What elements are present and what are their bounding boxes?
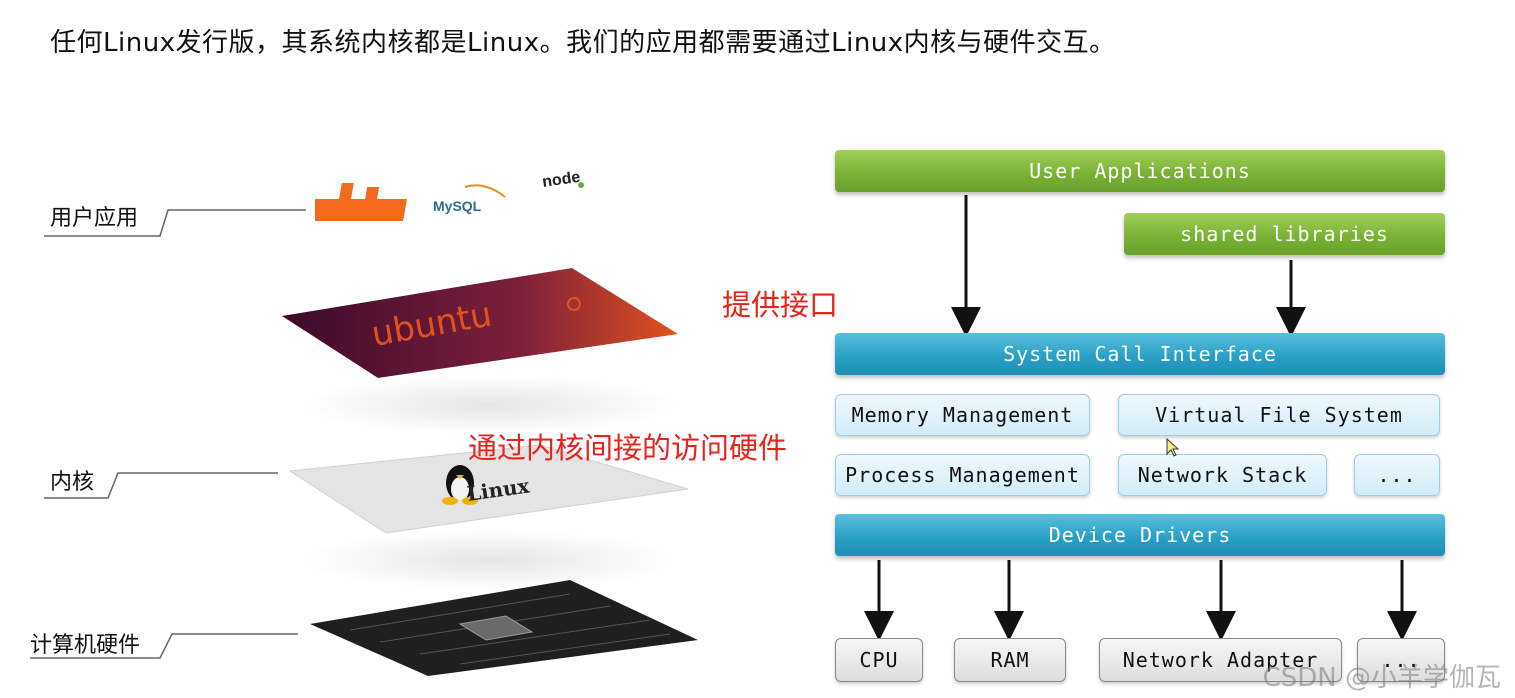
label-hardware: 计算机硬件 (30, 633, 141, 658)
user-applications-box: User Applications (835, 150, 1445, 192)
nodejs-logo-icon: node (541, 169, 584, 191)
ubuntu-card: ubuntu (282, 268, 678, 378)
hardware-card (310, 580, 698, 676)
network-stack-box: Network Stack (1118, 454, 1327, 496)
hardware-network-adapter-box: Network Adapter (1099, 638, 1342, 682)
hardware-more-box: ... (1357, 638, 1445, 682)
virtual-file-system-box: Virtual File System (1118, 394, 1440, 436)
tux-penguin-icon (442, 465, 478, 505)
note-via-kernel: 通过内核间接的访问硬件 (468, 431, 788, 465)
page-heading: 任何Linux发行版，其系统内核都是Linux。我们的应用都需要通过Linux内… (50, 28, 1116, 58)
hardware-cpu-box: CPU (835, 638, 923, 682)
ubuntu-circle-icon (567, 297, 581, 311)
note-provide-interface: 提供接口 (722, 288, 839, 322)
hardware-ram-box: RAM (954, 638, 1066, 682)
more-subsystems-box: ... (1354, 454, 1440, 496)
user-app-logos: MySQL node (315, 169, 584, 221)
mysql-text: MySQL (433, 198, 482, 214)
cpu-chip-icon (458, 615, 534, 641)
shared-libraries-box: shared libraries (1124, 213, 1445, 255)
mouse-cursor-icon (1166, 438, 1180, 457)
process-management-box: Process Management (835, 454, 1090, 496)
device-drivers-box: Device Drivers (835, 514, 1445, 556)
node-text: node (541, 169, 581, 191)
mysql-logo-icon: MySQL (433, 184, 506, 214)
label-kernel: 内核 (50, 470, 95, 495)
csdn-watermark: CSDN @小羊学伽瓦 (1262, 663, 1501, 693)
system-call-interface-box: System Call Interface (835, 333, 1445, 375)
linux-card: Linux (290, 445, 689, 534)
label-user-apps: 用户应用 (50, 206, 139, 231)
memory-management-box: Memory Management (835, 394, 1090, 436)
rabbitmq-logo-icon (315, 183, 408, 221)
